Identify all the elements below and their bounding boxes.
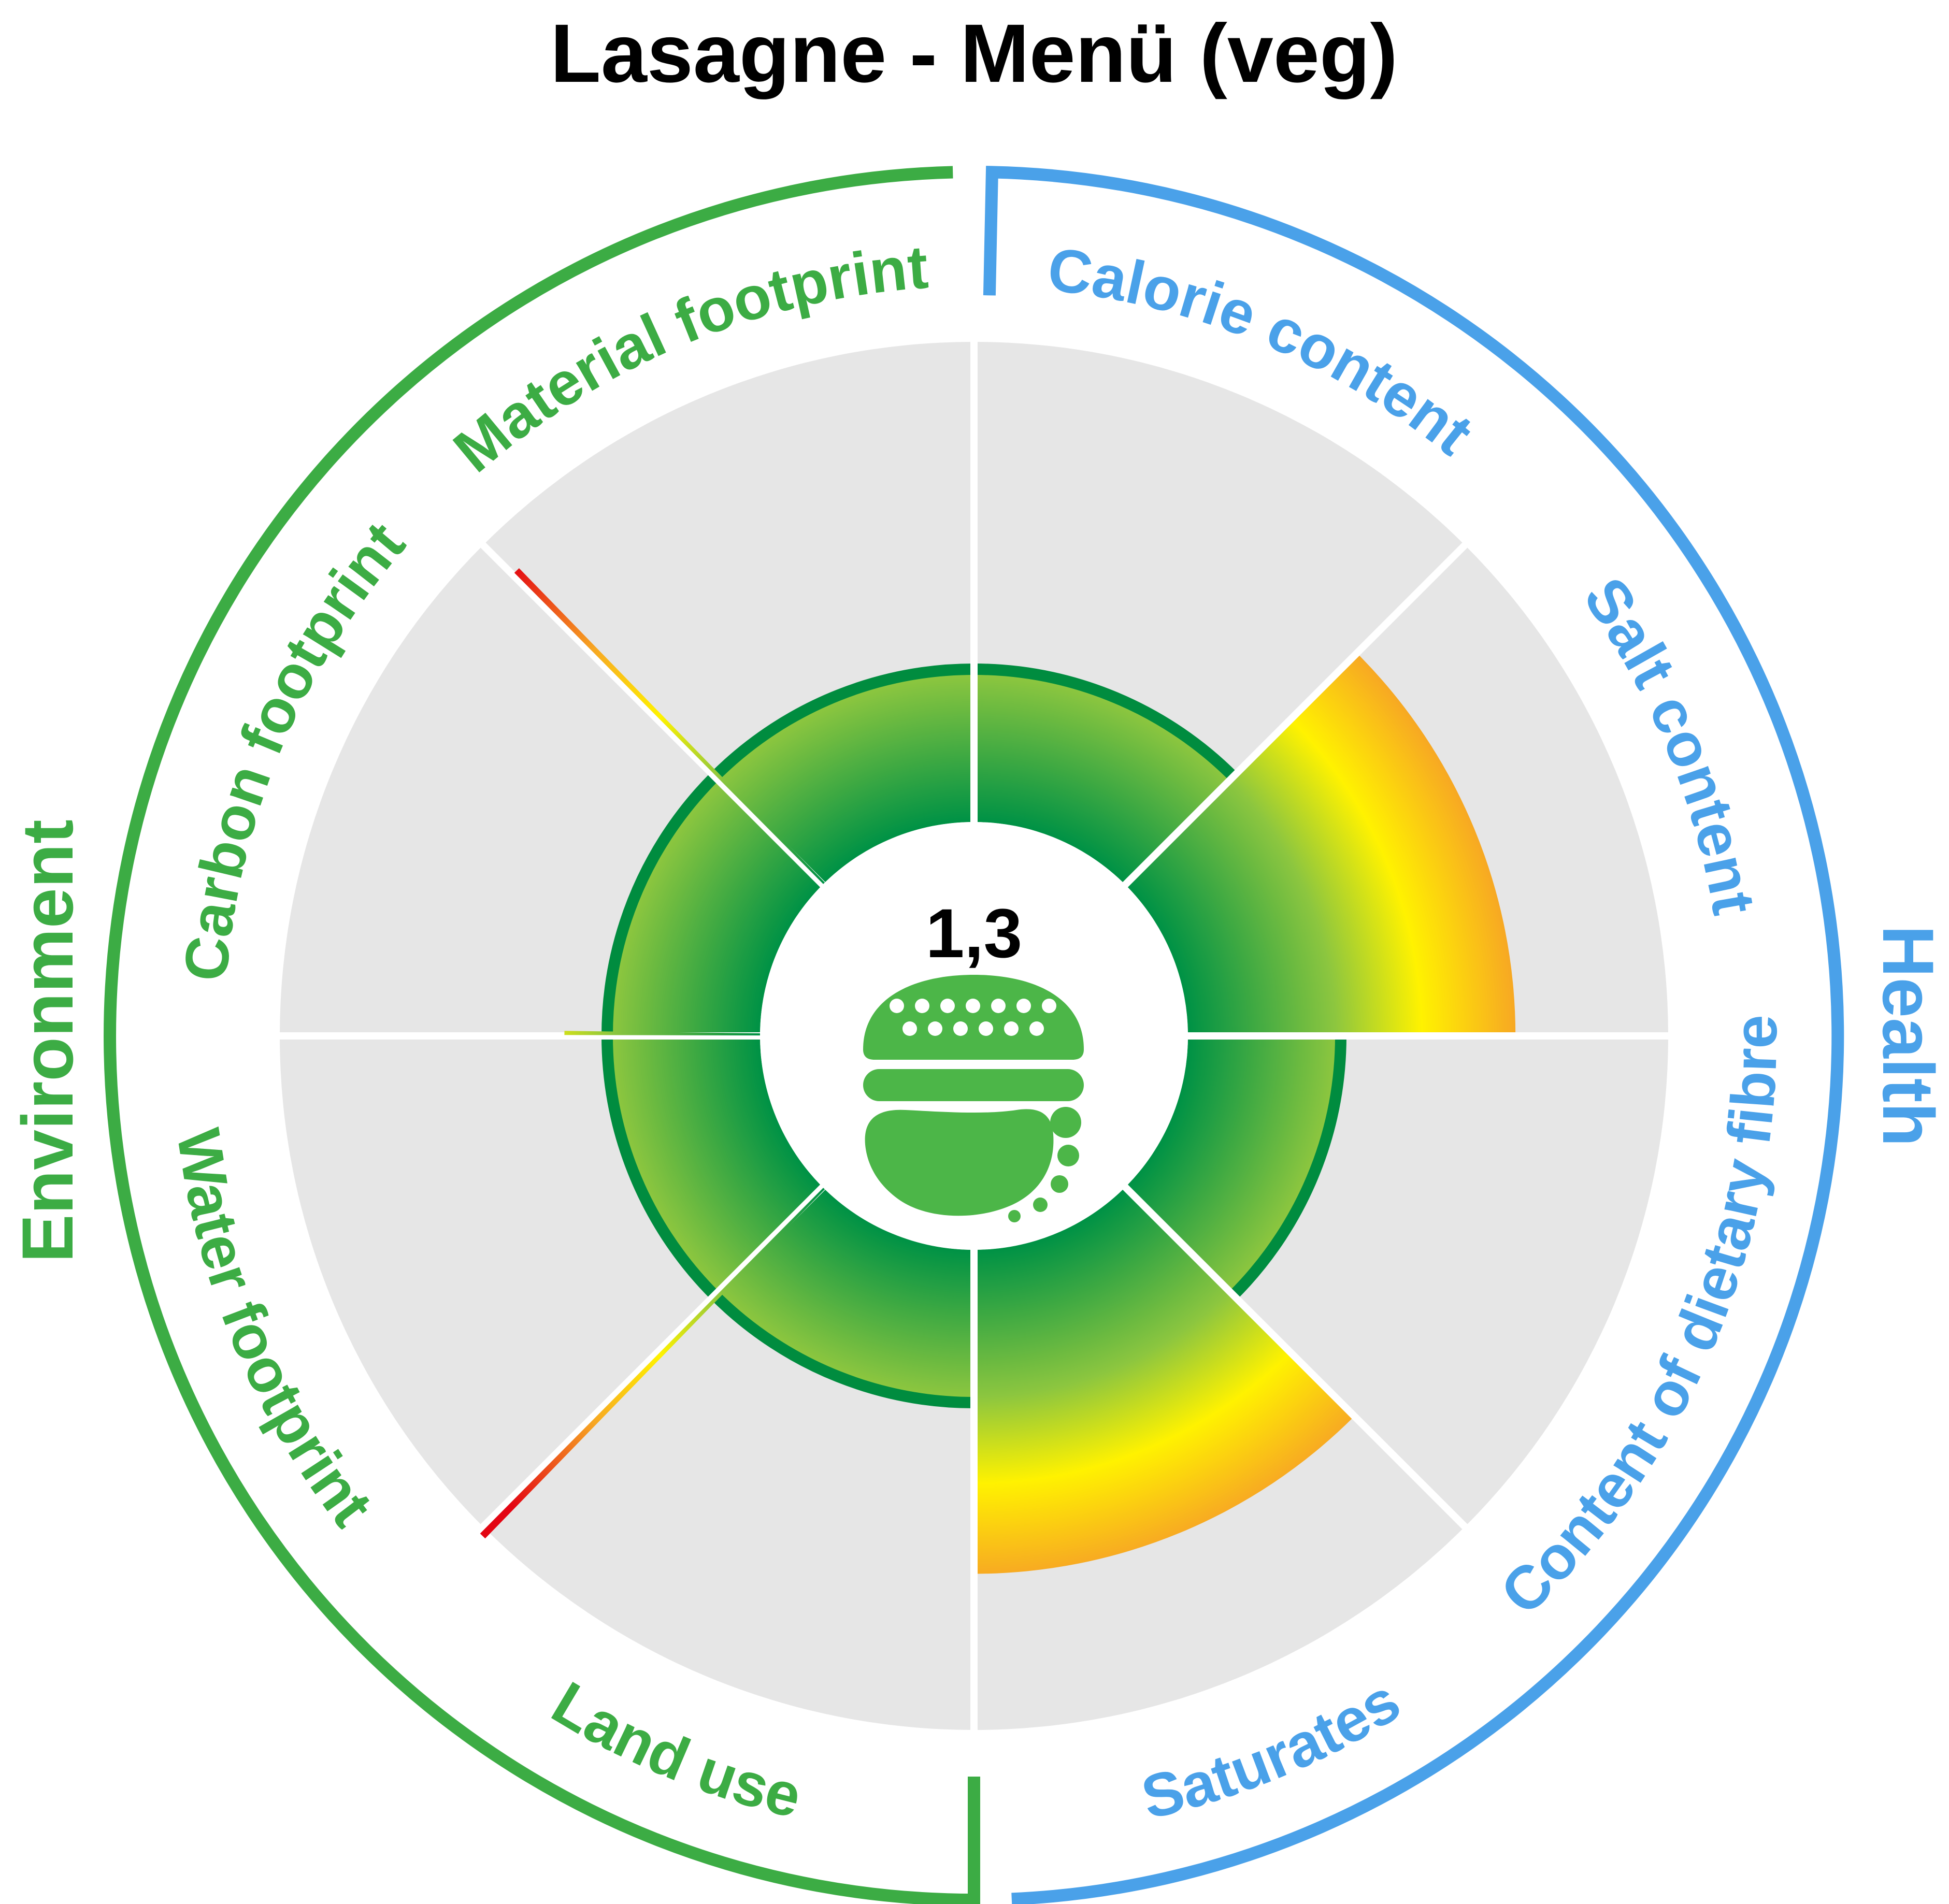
- burger-patty: [863, 1069, 1084, 1101]
- value-wedge-3: [974, 1187, 1355, 1574]
- sector-divider: [1120, 1181, 1471, 1533]
- sesame-dot: [966, 999, 980, 1013]
- gradient-sliver-7: [514, 568, 825, 884]
- chart-title: Lasagne - Menü (veg): [550, 7, 1398, 99]
- sesame-dot: [915, 999, 929, 1013]
- footprint-sole: [865, 1109, 1054, 1216]
- environment-axis-label: Environment: [7, 819, 88, 1263]
- toe-dot: [1051, 1175, 1068, 1193]
- sesame-dot: [1042, 999, 1056, 1013]
- gradient-sliver-6: [564, 1031, 760, 1036]
- center-badge: 1,3: [760, 822, 1188, 1250]
- sesame-dot: [928, 1021, 942, 1036]
- sector-divider: [477, 1181, 828, 1533]
- health-axis-label: Health: [1868, 925, 1949, 1147]
- sector-divider: [477, 539, 828, 890]
- center-score: 1,3: [926, 895, 1022, 972]
- sesame-dot: [890, 999, 904, 1013]
- wheel-layers: [276, 338, 1672, 1734]
- burger-top-bun: [863, 975, 1084, 1060]
- value-wedge-1: [1125, 653, 1516, 1036]
- sesame-dot: [991, 999, 1006, 1013]
- sesame-dot: [940, 999, 955, 1013]
- sector-divider: [1120, 539, 1471, 890]
- sesame-dots: [890, 999, 1056, 1036]
- toe-dot: [1050, 1107, 1081, 1138]
- toe-dot: [1033, 1198, 1048, 1212]
- footprint-toes: [1008, 1107, 1081, 1222]
- sesame-dot: [1004, 1021, 1019, 1036]
- health-group-arc: [983, 166, 1844, 1904]
- gradient-sliver-4: [480, 1188, 825, 1539]
- toe-dot: [1057, 1145, 1079, 1166]
- toe-dot: [1008, 1210, 1021, 1222]
- environment-group-arc: [104, 166, 980, 1904]
- sesame-dot: [979, 1021, 993, 1036]
- burger-footprint-icon: [863, 975, 1084, 1222]
- sesame-dot: [1016, 999, 1031, 1013]
- sesame-dot: [1029, 1021, 1044, 1036]
- sesame-dot: [953, 1021, 968, 1036]
- sesame-dot: [902, 1021, 917, 1036]
